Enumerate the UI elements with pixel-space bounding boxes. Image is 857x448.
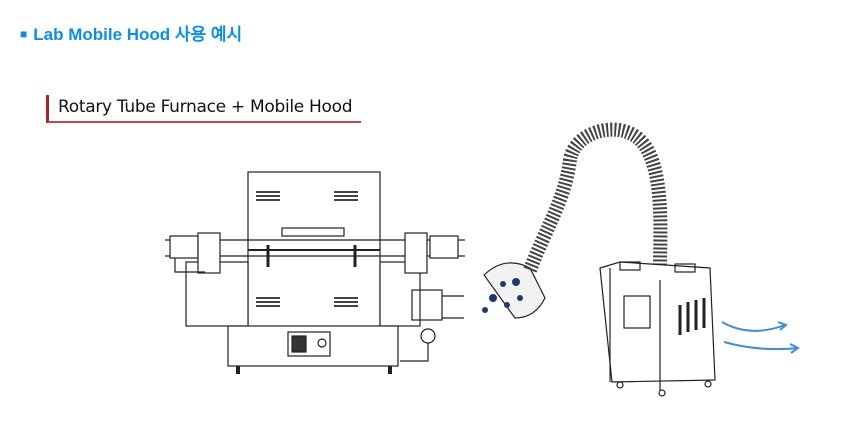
section-title: ■ Lab Mobile Hood 사용 예시 bbox=[20, 20, 242, 45]
rotary-tube-furnace bbox=[165, 171, 465, 374]
mobile-hood-cabinet bbox=[599, 261, 716, 397]
bullet-square-icon: ■ bbox=[20, 27, 28, 41]
figure-caption: Rotary Tube Furnace + Mobile Hood bbox=[46, 95, 361, 123]
section-title-text: Lab Mobile Hood 사용 예시 bbox=[33, 25, 243, 44]
particles bbox=[482, 278, 523, 313]
airflow-arrows bbox=[721, 321, 800, 354]
fume-hood-dome bbox=[482, 262, 546, 319]
flexible-hose bbox=[523, 122, 668, 273]
